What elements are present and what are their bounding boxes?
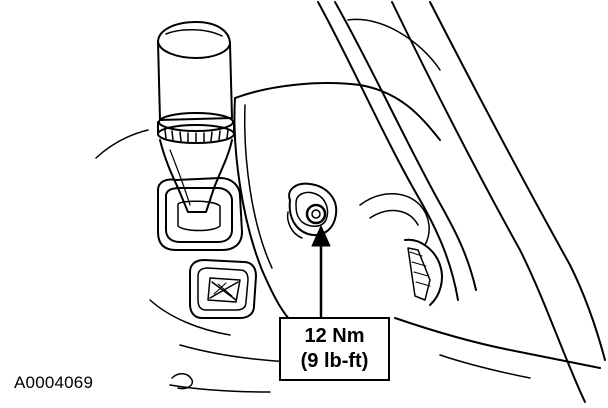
torque-callout-box: 12 Nm (9 lb-ft) [279,317,390,381]
fastener-bolt [286,182,338,239]
torque-imperial-label: (9 lb-ft) [300,350,369,372]
instrument-panel-contours [95,129,531,393]
leader-arrow [311,225,331,318]
trim-panel [233,82,601,369]
multifunction-lever [157,21,235,213]
hazard-switch [189,259,257,319]
steering-column-shroud [317,1,606,403]
lever-bezel [157,177,243,251]
figure-id: A0004069 [14,373,94,392]
torque-metric-label: 12 Nm [304,325,365,347]
